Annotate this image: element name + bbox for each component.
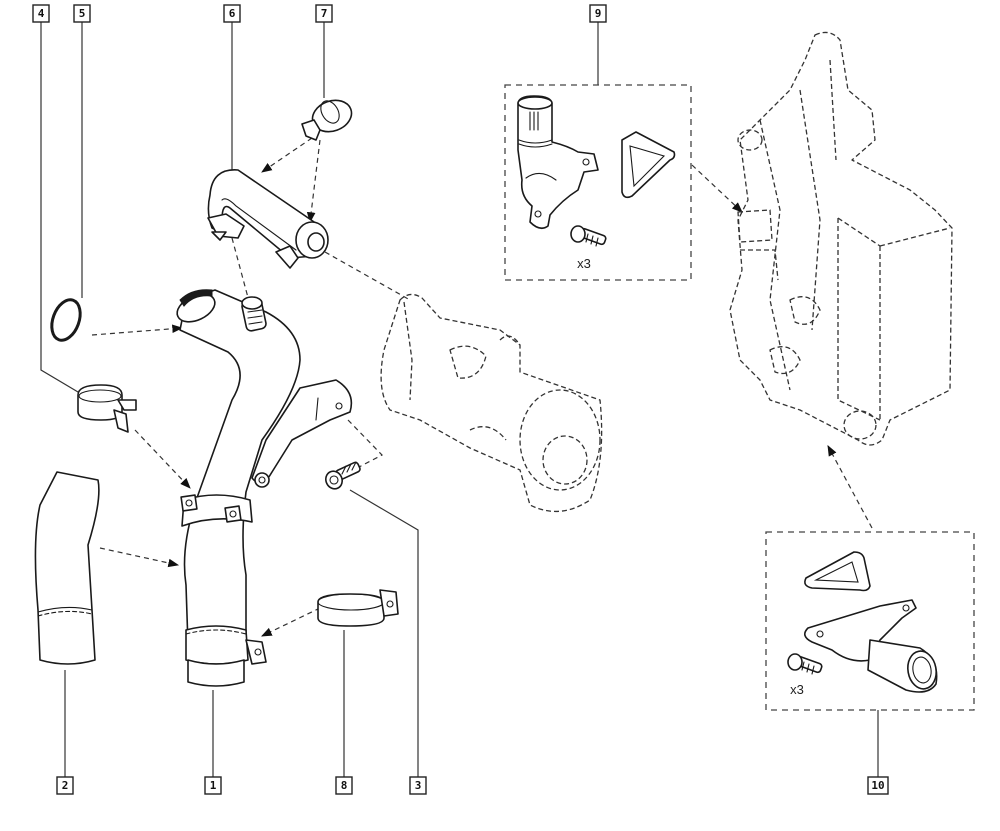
arrow-kit10-to-engine bbox=[827, 445, 873, 529]
oring-part-5[interactable] bbox=[47, 296, 86, 344]
arrow-oring-to-pipe bbox=[91, 324, 184, 336]
arrow-hose2-to-pipe bbox=[99, 547, 180, 568]
arrow-clamp7-to-hose6-a bbox=[261, 137, 313, 173]
callout-label: 8 bbox=[341, 779, 348, 792]
callout-1[interactable]: 1 bbox=[204, 776, 222, 795]
callout-label: 10 bbox=[871, 779, 884, 792]
hose-part-2[interactable] bbox=[34, 471, 100, 665]
callout-8[interactable]: 8 bbox=[335, 776, 353, 795]
clamp-part-8[interactable] bbox=[317, 589, 399, 627]
callout-label: 5 bbox=[79, 7, 86, 20]
callout-label: 1 bbox=[210, 779, 217, 792]
callout-10[interactable]: 10 bbox=[867, 776, 889, 795]
hose-part-6[interactable] bbox=[207, 169, 329, 269]
bolt-part-3[interactable] bbox=[323, 461, 361, 491]
callout-4[interactable]: 4 bbox=[32, 4, 50, 23]
leader-4 bbox=[40, 21, 79, 393]
callout-2[interactable]: 2 bbox=[56, 776, 74, 795]
arrow-hose6-to-pump bbox=[324, 251, 411, 301]
arrow-clamp7-to-hose6-b bbox=[306, 139, 321, 224]
thermostat-housing-kit9 bbox=[517, 95, 599, 230]
engine-block-ghost bbox=[729, 31, 953, 446]
kit-10[interactable]: x3 bbox=[765, 531, 975, 711]
callout-label: 9 bbox=[595, 7, 602, 20]
leader-3 bbox=[349, 489, 419, 777]
callout-5[interactable]: 5 bbox=[73, 4, 91, 23]
thermostat-housing-kit10 bbox=[804, 599, 938, 693]
callout-7[interactable]: 7 bbox=[315, 4, 333, 23]
quantity-label: x3 bbox=[577, 256, 591, 271]
bolt-kit10 bbox=[787, 653, 823, 675]
leader-lines bbox=[40, 21, 879, 777]
arrow-clamp8-to-pipe bbox=[261, 607, 321, 637]
gasket-kit10 bbox=[804, 551, 871, 592]
water-pump-ghost bbox=[380, 293, 603, 513]
arrow-hose6-to-pipe bbox=[231, 237, 251, 306]
gasket-kit9 bbox=[621, 131, 676, 199]
callout-label: 2 bbox=[62, 779, 69, 792]
arrow-clamp4-to-pipe bbox=[134, 429, 191, 489]
callout-label: 4 bbox=[38, 7, 45, 20]
callout-3[interactable]: 3 bbox=[409, 776, 427, 795]
callout-label: 7 bbox=[321, 7, 328, 20]
pipe-part-1[interactable] bbox=[173, 289, 353, 687]
kit-9[interactable]: x3 bbox=[504, 84, 692, 281]
quantity-label: x3 bbox=[790, 682, 804, 697]
bolt-kit9 bbox=[570, 225, 607, 247]
clamp-part-7[interactable] bbox=[301, 95, 356, 141]
callout-6[interactable]: 6 bbox=[223, 4, 241, 23]
arrow-kit9-to-engine bbox=[691, 164, 743, 213]
clamp-part-4[interactable] bbox=[77, 384, 137, 433]
callout-9[interactable]: 9 bbox=[589, 4, 607, 23]
callout-label: 6 bbox=[229, 7, 236, 20]
callout-label: 3 bbox=[415, 779, 422, 792]
